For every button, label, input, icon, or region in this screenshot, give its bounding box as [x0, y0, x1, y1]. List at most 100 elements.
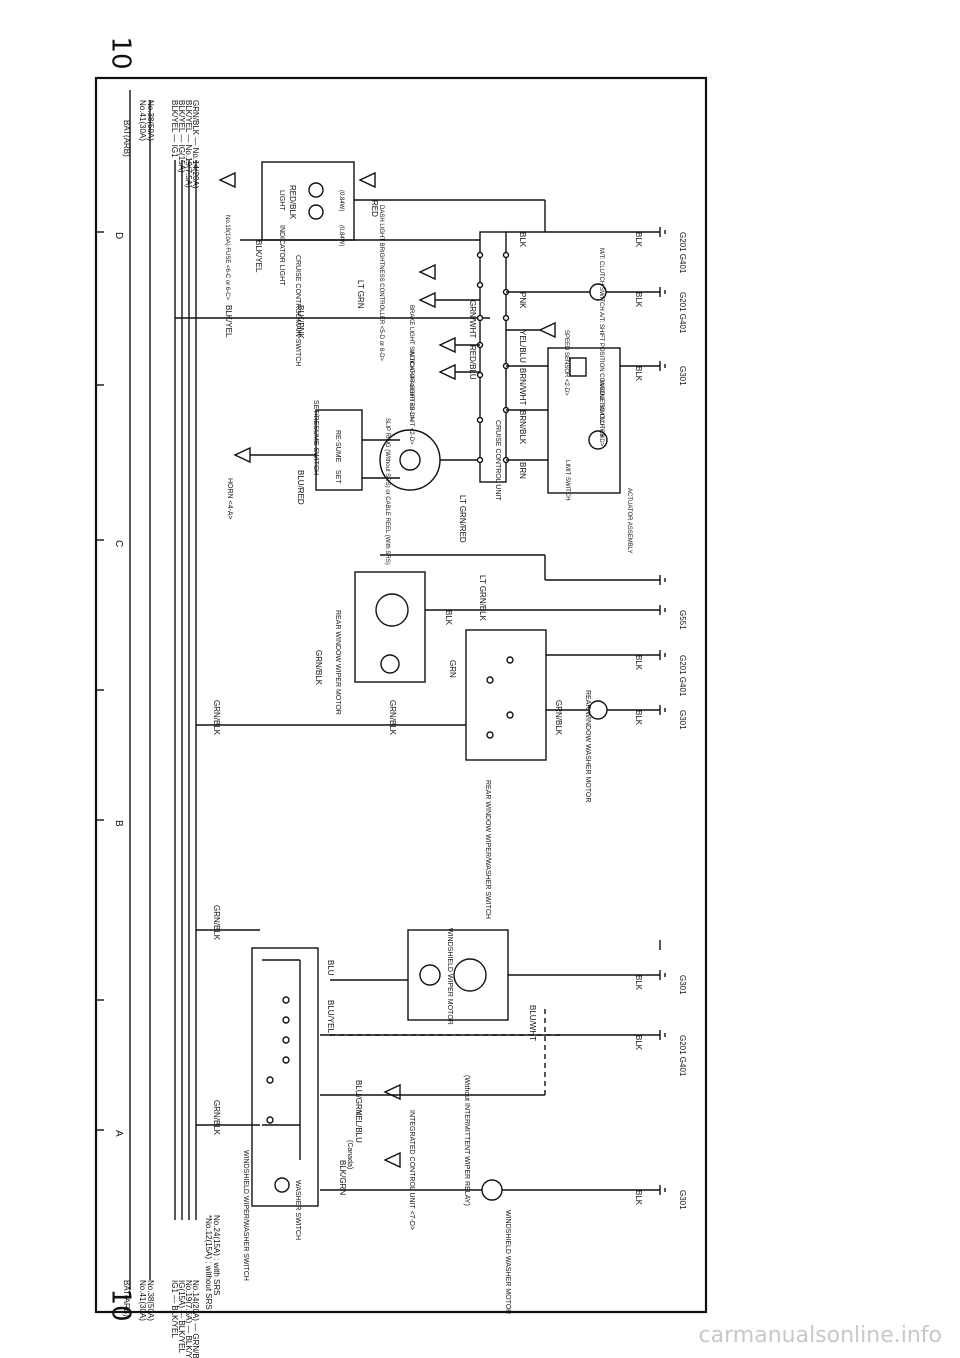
label-clutch: M/T: CLUTCH SWITCH A/T: SHIFT POSITION C…: [598, 248, 604, 447]
ground-symbols-right: [659, 227, 666, 715]
label-fuse-d: No.19(10A) FUSE <6-C or 6-C>: [224, 215, 230, 301]
column-label-b: B: [113, 820, 124, 827]
ground-g301-a: G301: [678, 1190, 687, 1210]
wiper-motor-box: [407, 929, 509, 1021]
wire-red-blk: RED/BLK: [288, 185, 297, 220]
label-washer-motor: WINDSHIELD WASHER MOTOR: [504, 1210, 511, 1314]
wiper-switch-box: [251, 947, 319, 1207]
wire-blu: BLU: [326, 960, 335, 976]
fuse-right-1: No.41(30A): [138, 100, 147, 141]
ig-right-2: BLK/YEL — IG(15A): [177, 100, 186, 173]
label-wiper-switch: WINDSHIELD WIPER/WASHER SWITCH: [242, 1150, 249, 1281]
indicator-bulb: [308, 204, 324, 220]
wire-grn-blk-f: GRN/BLK: [314, 650, 323, 686]
rear-wiper-motor-box: [354, 571, 426, 683]
wire-blk-10: BLK: [518, 232, 527, 248]
wire-blk-9: BLK: [634, 232, 643, 248]
wire-blk-7: BLK: [634, 366, 643, 382]
footnote-2: No.24(15A) : with SRS: [212, 1215, 221, 1295]
horn-connector: [233, 446, 251, 464]
wire-red: RED: [370, 200, 379, 217]
ground-g301-b: G301: [678, 975, 687, 995]
wire-grn-blk-d: GRN/BLK: [388, 700, 397, 736]
label-rear-washer-motor: REAR WINDOW WASHER MOTOR: [584, 690, 591, 802]
wire-blu-red: BLU/RED: [296, 470, 305, 505]
fuse-left-2: No.38(50A): [146, 1280, 155, 1321]
wire-pnk: PNK: [518, 292, 527, 309]
fuse-right-2: No.38(50A): [146, 100, 155, 141]
wire-blk-5: BLK: [634, 655, 643, 671]
label-bulb-2: (0.84W): [338, 190, 344, 211]
label-cruise-unit: CRUISE CONTROL UNIT: [494, 420, 501, 501]
wire-grn-wht: GRN/WHT: [468, 300, 477, 338]
label-wiper-relay: (Without INTERMITTENT WIPER RELAY): [463, 1075, 470, 1206]
magnetic-clutch-coil: [569, 357, 587, 377]
diagram-frame: [94, 76, 708, 1314]
rear-wiper-cam: [375, 593, 409, 627]
wiper-cam-circle: [453, 958, 487, 992]
label-integrated-unit: INTEGRATED CONTROL UNIT <7-D>: [408, 1110, 415, 1230]
label-set: SET: [334, 470, 341, 484]
ground-g201-b: G201 G401: [678, 655, 687, 697]
integrated-unit-connector-2: [383, 1151, 401, 1169]
ig-left-4: No.14(20A) — GRN/BLK: [191, 1280, 200, 1358]
footnote-1: *No.12(15A) : without SRS: [204, 1215, 213, 1310]
label-rear-wiper-switch: REAR WINDOW WIPER/WASHER SWITCH: [484, 780, 491, 919]
label-wiper-motor: WINDSHIELD WIPER MOTOR: [446, 928, 453, 1025]
wire-yel-blu-2: YEL/BLU: [518, 330, 527, 363]
label-set-resume: SET/RESUME SWITCH: [312, 400, 319, 475]
ground-g551: G551: [678, 610, 687, 630]
wire-blu-yel: BLU/YEL: [326, 1000, 335, 1033]
bat-label-right: BAT(ARB): [122, 120, 131, 157]
label-brake-switch: BRAKE LIGHT SWITCH <4-A>: [408, 305, 414, 388]
wire-grn-blk-c: GRN/BLK: [212, 700, 221, 736]
rear-wiper-motor-circle: [380, 654, 400, 674]
label-indicator: INDICATOR LIGHT: [278, 225, 285, 286]
wire-grn-blk-b: GRN/BLK: [212, 905, 221, 941]
wire-lt-grn-red: LT GRN/RED: [458, 495, 467, 543]
wire-grn-blk-a: GRN/BLK: [212, 1100, 221, 1136]
wire-blu-wht: BLU/WHT: [528, 1005, 537, 1041]
ig-right-4: GRN/BLK — No.14(20A): [191, 100, 200, 189]
set-resume-switch-box: [315, 409, 363, 491]
wire-blk-1: BLK: [634, 1190, 643, 1206]
wire-yel-blu: YEL/BLU: [354, 1110, 363, 1143]
label-magnetic-clutch: MAGNETIC CLUTCH: [598, 380, 604, 438]
integrated-unit-connector-1: [383, 1083, 401, 1101]
wire-blk-6: BLK: [444, 610, 453, 626]
wire-grn: GRN: [448, 660, 457, 678]
wire-blk-4: BLK: [634, 710, 643, 726]
ig-right-1: BLK/YEL — IG1: [170, 100, 179, 158]
light-bulb: [308, 182, 324, 198]
label-speed-sensor: SPEED SENSOR <2-D>: [563, 330, 569, 396]
label-resume: RE-SUME: [334, 430, 341, 463]
wire-blk-3: BLK: [634, 975, 643, 991]
wiper-motor-circle: [419, 964, 441, 986]
wire-blu-grn: BLU/GRN: [354, 1080, 363, 1116]
fuse-left-1: No.41(30A): [138, 1280, 147, 1321]
label-rear-wiper-motor: REAR WINDOW WIPER MOTOR: [334, 610, 341, 715]
ground-symbols-left: [659, 940, 666, 1195]
actuator-motor: [588, 430, 608, 450]
label-actuator: ACTUATOR ASSEMBLY: [626, 488, 632, 554]
washer-motor-circle: [481, 1179, 503, 1201]
wire-lt-grn-blk: LT GRN/BLK: [478, 575, 487, 622]
bat-label-left: BAT(ARB): [122, 1280, 131, 1317]
wire-blk-yel-d: BLK/YEL: [224, 305, 233, 338]
wire-blk-2: BLK: [634, 1035, 643, 1051]
ig-right-3: BLK/YEL — No.19(7.5A): [184, 100, 193, 188]
ig-left-1: IG1 — BLK/YEL: [170, 1280, 179, 1338]
wire-red-blu: RED/BLU: [468, 345, 477, 380]
speed-sensor-connector: [538, 321, 556, 339]
wire-brn: BRN: [518, 462, 527, 479]
watermark: carmanualsonline.info: [698, 1323, 942, 1348]
wire-brn-wht: BRN/WHT: [518, 368, 527, 405]
label-limit-switch: LIMIT SWITCH: [564, 460, 570, 501]
ig-left-3: No.19(7.5A) — BLK/YEL: [184, 1280, 193, 1358]
cruise-control-unit-box: [479, 231, 507, 483]
wire-grn-blk-e: GRN/BLK: [554, 700, 563, 736]
wire-lt-grn: LT GRN: [356, 280, 365, 309]
label-washer-switch: WASHER SWITCH: [294, 1180, 301, 1240]
wire-brn-blk: BRN/BLK: [518, 410, 527, 445]
label-cruise-main: CRUISE CONTROL MAIN SWITCH: [294, 255, 301, 366]
